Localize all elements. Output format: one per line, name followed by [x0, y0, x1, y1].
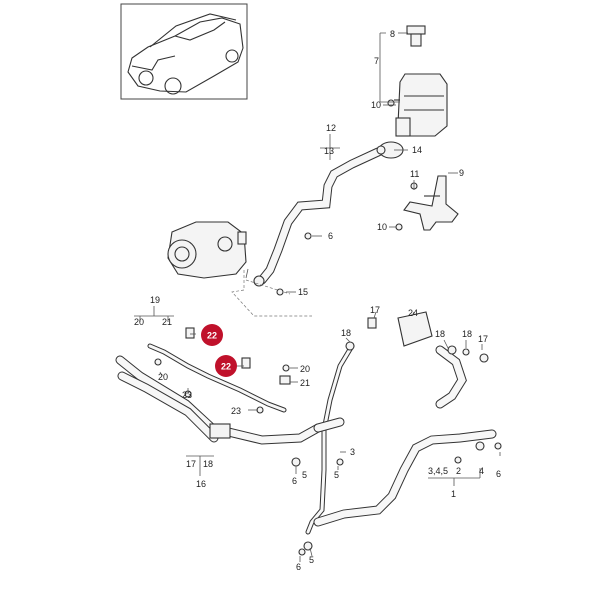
callout-11: 11 — [410, 169, 419, 179]
bracket — [395, 175, 459, 231]
callout-20-b: 20 — [158, 372, 168, 382]
callout-20-a: 20 — [134, 317, 144, 327]
vehicle-thumbnail — [120, 3, 248, 100]
svg-text:22: 22 — [207, 331, 217, 341]
callout-20-c: 20 — [300, 364, 310, 374]
callout-21-b: 21 — [300, 378, 310, 388]
fittings — [154, 232, 502, 556]
callout-17-b: 17 — [478, 334, 488, 344]
callout-4: 4 — [479, 466, 484, 476]
highlight-callout-22-lower[interactable]: 22 — [215, 355, 237, 377]
callout-7: 7 — [374, 56, 379, 66]
callout-8: 8 — [390, 29, 395, 39]
callout-2: 2 — [456, 466, 461, 476]
callout-15: 15 — [298, 287, 308, 297]
callout-13: 13 — [324, 146, 334, 156]
callout-18-b: 18 — [435, 329, 445, 339]
callout-17: 17 — [186, 459, 196, 469]
steering-pump — [167, 221, 247, 279]
supply-hose — [253, 145, 386, 287]
pressure-line — [305, 343, 497, 535]
highlight-callout-22-upper[interactable]: 22 — [201, 324, 223, 346]
reservoir-assembly — [378, 25, 448, 159]
callout-10b: 10 — [377, 222, 387, 232]
callout-labels: 8 7 10 12 13 14 9 11 10 6 15 19 20 21 20… — [134, 29, 501, 572]
callout-6-a: 6 — [328, 231, 333, 241]
callout-6-c: 6 — [496, 469, 501, 479]
callout-3: 3 — [350, 447, 355, 457]
callout-18-c: 18 — [462, 329, 472, 339]
callout-1: 1 — [451, 489, 456, 499]
callout-17-a: 17 — [370, 305, 380, 315]
callout-345: 3,4,5 — [428, 466, 448, 476]
callout-5-b: 5 — [334, 470, 339, 480]
cooler-hose — [345, 311, 467, 409]
callout-23-a: 23 — [182, 390, 192, 400]
callout-6-b: 6 — [292, 476, 297, 486]
callout-5-c: 5 — [309, 555, 314, 565]
callout-9: 9 — [459, 168, 464, 178]
callout-5-a: 5 — [302, 470, 307, 480]
svg-text:22: 22 — [221, 362, 231, 372]
callout-14: 14 — [412, 145, 422, 155]
callout-21-a: 21 — [162, 317, 172, 327]
callout-16: 16 — [196, 479, 206, 489]
callout-24: 24 — [408, 308, 418, 318]
callout-19: 19 — [150, 295, 160, 305]
return-hoses — [115, 343, 323, 445]
callout-18: 18 — [203, 459, 213, 469]
callout-23-b: 23 — [231, 406, 241, 416]
leader-lines — [134, 32, 501, 562]
callout-6-d: 6 — [296, 562, 301, 572]
callout-10: 10 — [371, 100, 381, 110]
callout-12: 12 — [326, 123, 336, 133]
callout-18-a: 18 — [341, 328, 351, 338]
